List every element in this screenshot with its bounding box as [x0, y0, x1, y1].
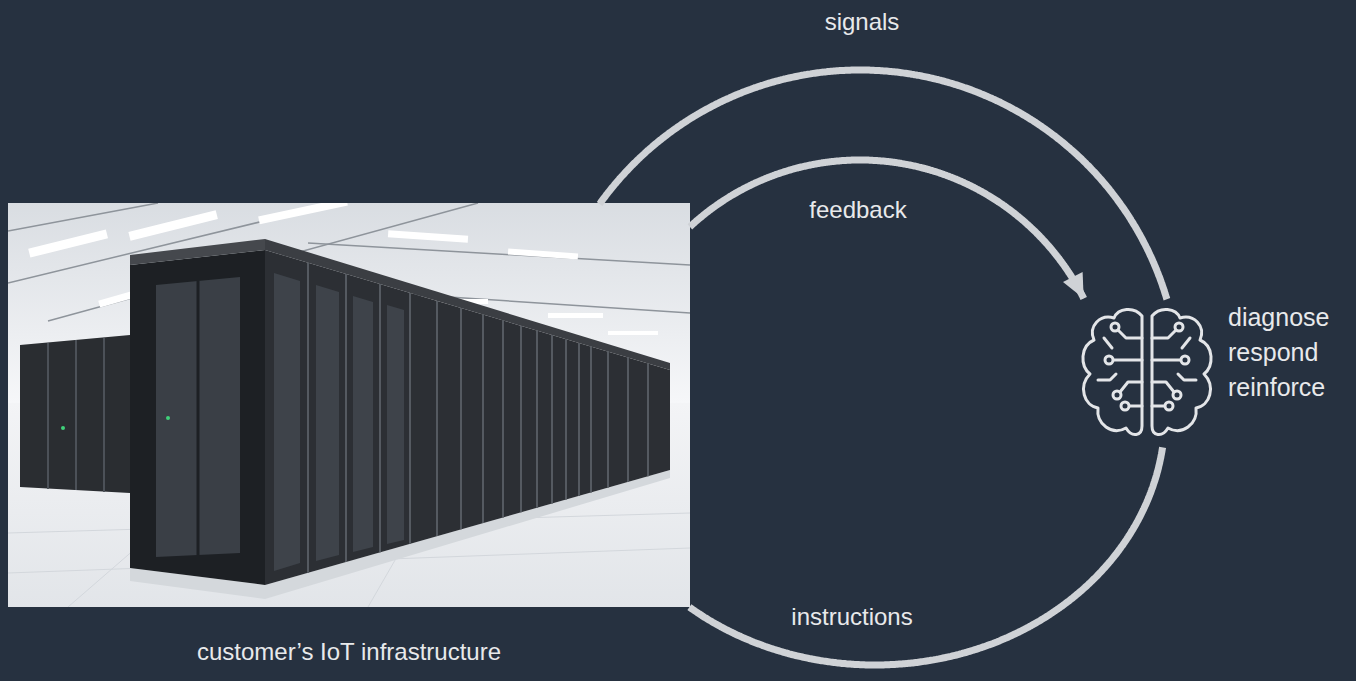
- edge-label: signals: [821, 8, 904, 36]
- flow-arc: [690, 160, 1084, 299]
- step-text: diagnose respond reinforce: [1228, 300, 1329, 405]
- edge-label: feedback: [805, 196, 910, 224]
- server-room-photo: [8, 203, 690, 607]
- caption-row: customer’s IoT infrastructure: [8, 637, 690, 667]
- infrastructure-node: customer’s IoT infrastructure: [8, 203, 690, 667]
- caption-text: customer’s IoT infrastructure: [197, 637, 501, 667]
- photo-frame: [8, 203, 690, 607]
- flow-arc: [600, 70, 1167, 299]
- step-list: diagnose respond reinforce: [1228, 298, 1329, 405]
- arrow-head: [1063, 272, 1084, 298]
- processor-node: diagnose respond reinforce: [1072, 298, 1329, 448]
- flow-arc: [689, 447, 1162, 665]
- brain-icon: [1072, 298, 1222, 448]
- edge-label: instructions: [787, 603, 916, 631]
